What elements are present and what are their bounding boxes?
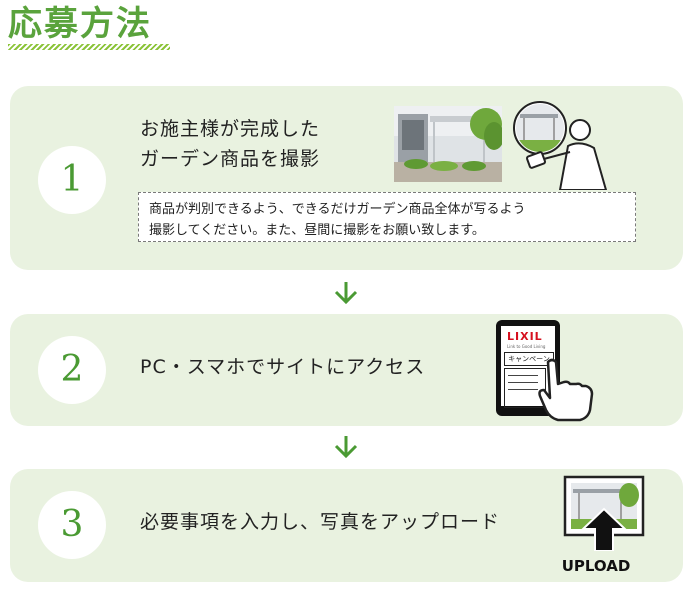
camera-photo-illustration <box>513 101 608 190</box>
step-number-circle: 1 <box>38 146 106 214</box>
title-underline <box>8 44 170 50</box>
upload-label: UPLOAD <box>561 557 631 575</box>
step-number: 3 <box>60 504 84 545</box>
step-number: 2 <box>60 349 84 390</box>
step-1-note: 商品が判別できるよう、できるだけガーデン商品全体が写るよう 撮影してください。ま… <box>138 192 636 242</box>
step-number: 1 <box>60 159 84 200</box>
page-title: 応募方法 <box>8 4 152 44</box>
step-2-text: PC・スマホでサイトにアクセス <box>140 356 426 378</box>
chevron-down-icon <box>334 282 358 305</box>
upload-photo-illustration <box>563 475 645 551</box>
step-3-panel: 3 必要事項を入力し、写真をアップロード <box>10 469 683 582</box>
step-number-circle: 3 <box>38 491 106 559</box>
step-1-text: お施主様が完成した ガーデン商品を撮影 <box>140 118 321 170</box>
step-3-text: 必要事項を入力し、写真をアップロード <box>140 511 501 533</box>
hand-icon <box>538 358 594 422</box>
step-1-panel: 1 お施主様が完成した ガーデン商品を撮影 商品が判別できるよう <box>10 86 683 270</box>
lixil-logo: LIXIL <box>507 330 543 343</box>
step-number-circle: 2 <box>38 336 106 404</box>
upload-arrow-icon <box>580 507 628 551</box>
garden-photo <box>394 106 502 182</box>
lixil-tagline: Link to Good Living <box>507 344 546 349</box>
step-2-panel: 2 PC・スマホでサイトにアクセス LIXIL Link to Good Liv… <box>10 314 683 426</box>
chevron-down-icon <box>334 436 358 459</box>
